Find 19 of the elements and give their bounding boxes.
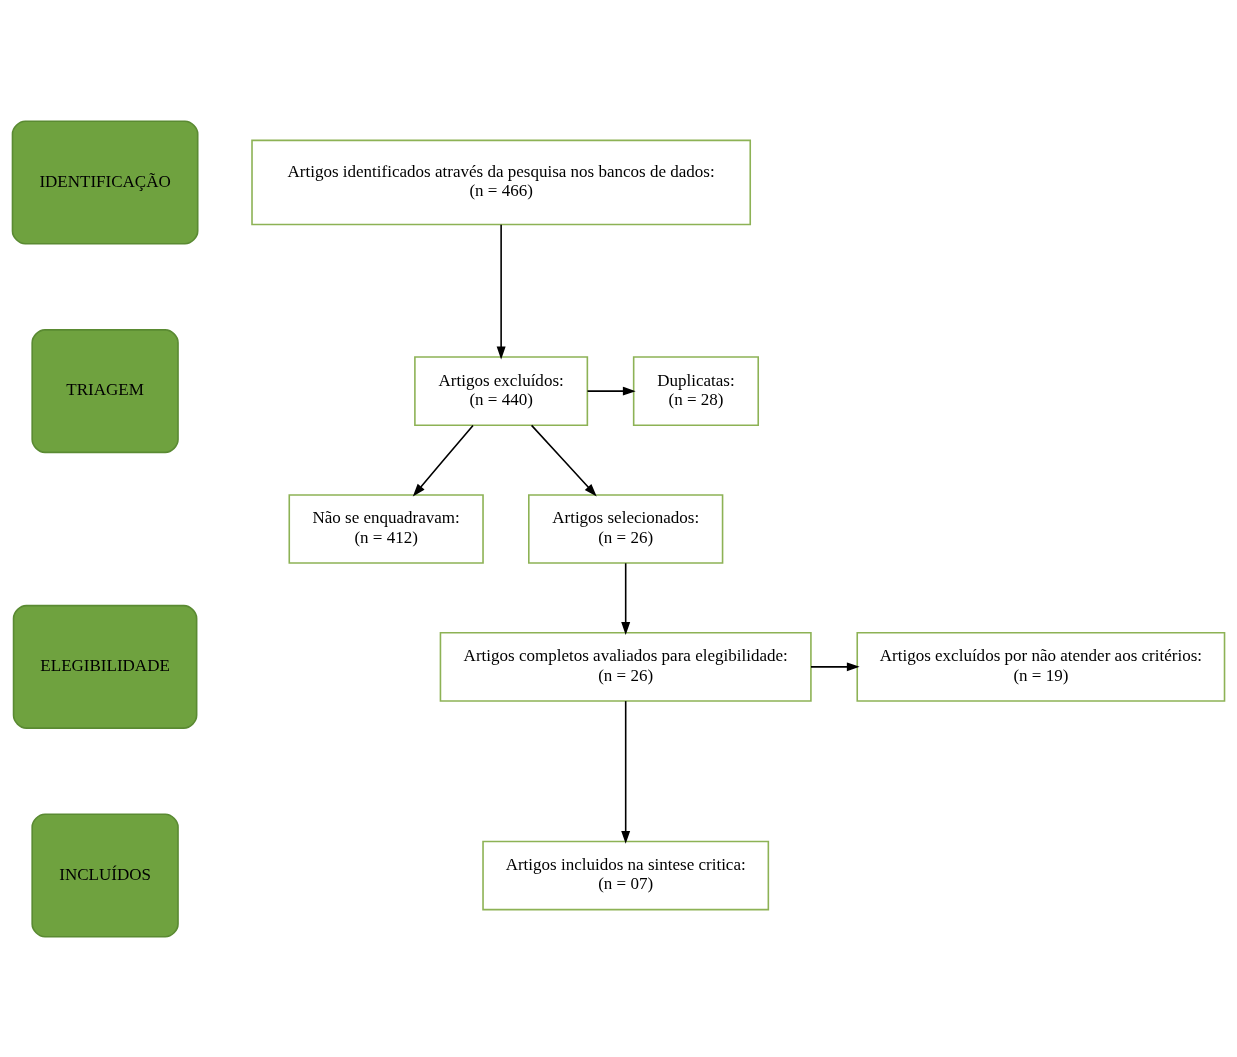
node-box: TRIAGEM <box>31 328 179 453</box>
arrow <box>586 386 636 396</box>
node-box: INCLUÍDOS <box>31 813 179 938</box>
arrow <box>621 561 631 635</box>
arrow <box>412 424 474 496</box>
node-box: Artigos completos avaliados para elegibilidade: (n = 26) <box>439 631 812 702</box>
node-box: Artigos incluidos na sintese critica: (n = 07) <box>482 840 770 910</box>
node-box: Artigos selecionados: (n = 26) <box>528 493 724 564</box>
node-box: Artigos excluídos por não atender aos critérios: (n = 19) <box>856 631 1226 702</box>
arrow <box>496 223 506 359</box>
node-box: Artigos excluídos: (n = 440) <box>414 355 589 426</box>
arrow <box>621 699 631 844</box>
node-box: ELEGIBILIDADE <box>12 604 198 729</box>
node-box: Artigos identificados através da pesquisa nos bancos de dados: (n = 466) <box>251 139 752 225</box>
node-box: Não se enquadravam: (n = 412) <box>288 493 484 564</box>
arrow <box>530 424 597 496</box>
node-box: Duplicatas: (n = 28) <box>632 355 760 426</box>
node-box: IDENTIFICAÇÃO <box>11 119 199 244</box>
arrow <box>810 661 860 671</box>
